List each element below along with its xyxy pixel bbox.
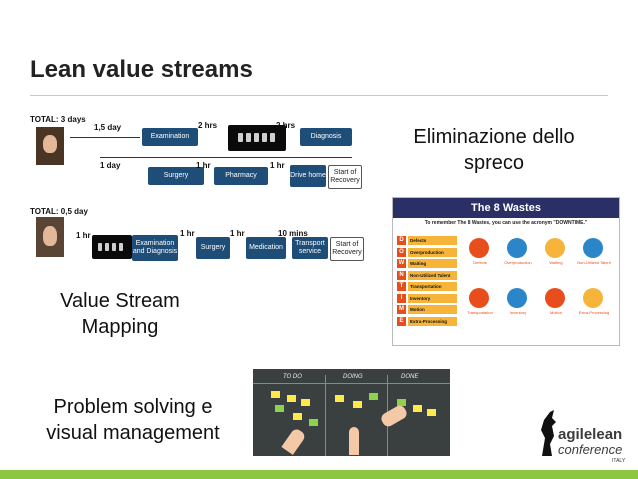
waste-icon [507, 288, 527, 308]
vsm-top-time-3: 2 hrs [276, 121, 296, 130]
waste-icon [469, 288, 489, 308]
caption-problem-solving: Problem solving e visual management [46, 396, 220, 444]
vsm-bottom: TOTAL: 0,5 day 1 hr Examination and Diag… [30, 207, 370, 267]
xray-image [228, 125, 286, 151]
diagnosis-box: Diagnosis [300, 128, 352, 146]
waste-name: Inventory [408, 293, 457, 303]
waste-letter: O [397, 247, 406, 257]
slide-title: Lean value streams [30, 56, 253, 83]
waste-name: Overproduction [408, 247, 457, 257]
caption-eliminazione: Eliminazione dello spreco [413, 126, 575, 174]
waste-icon [583, 288, 603, 308]
waste-icon [545, 238, 565, 258]
waste-name: Defects [408, 236, 457, 245]
caption-vsm: Value Stream Mapping [60, 290, 180, 338]
title-divider [30, 95, 608, 96]
waste-name: Motion [408, 305, 457, 314]
vsm-bottom-time-4: 10 mins [278, 229, 308, 238]
surgery-box-2: Surgery [196, 237, 230, 259]
kanban-board-photo: TO DO DOING DONE [253, 369, 450, 456]
hand [349, 427, 359, 455]
return-line [100, 157, 352, 158]
arrow [70, 137, 140, 138]
agilelean-logo: agilelean conference ITALY [536, 408, 636, 468]
transport-box: Transport service [292, 237, 328, 259]
waste-icon [545, 288, 565, 308]
wastes-heading: The 8 Wastes [393, 198, 619, 218]
waste-name: Transportation [408, 282, 457, 291]
vsm-bottom-time-1: 1 hr [76, 231, 91, 240]
waste-icon-label: Overproduction [504, 260, 532, 265]
vsm-top-total: TOTAL: 3 days [30, 115, 86, 124]
drive-home-box: Drive home [290, 165, 326, 187]
patient-photo-worried [36, 127, 64, 165]
waste-icon-label: Inventory [509, 310, 527, 315]
logo-line1: agilelean [558, 426, 623, 443]
vsm-top-time-4: 1 day [100, 161, 121, 170]
vsm-bottom-total: TOTAL: 0,5 day [30, 207, 88, 216]
vsm-top-time-5: 1 hr [196, 161, 211, 170]
waste-letter: N [397, 270, 406, 280]
eight-wastes-infographic: The 8 Wastes To remember The 8 Wastes, y… [392, 197, 620, 346]
start-recovery-box: Start of Recovery [328, 165, 362, 189]
waste-icon-label: Defects [473, 260, 487, 265]
logo-line2: conference [558, 442, 623, 457]
vsm-top-time-6: 1 hr [270, 161, 285, 170]
waste-icon-label: Extra-Processing [578, 310, 610, 315]
examination-box: Examination [142, 128, 198, 146]
board-todo: TO DO [283, 374, 302, 380]
waste-icon-label: Waiting [549, 260, 563, 265]
waste-letter: T [397, 282, 406, 291]
waste-name: Extra-Processing [408, 316, 457, 326]
surgery-box: Surgery [148, 167, 204, 185]
waste-name: Non-Utilized Talent [408, 270, 457, 280]
waste-icon-label: Non-Utilized Talent [577, 260, 611, 265]
waste-icon-label: Transportation [467, 310, 493, 315]
waste-letter: I [397, 293, 406, 303]
waste-letter: W [397, 259, 406, 268]
waste-letter: E [397, 316, 406, 326]
board-doing: DOING [343, 374, 363, 380]
exam-diagnosis-box: Examination and Diagnosis [132, 235, 178, 261]
hand [281, 427, 307, 455]
medication-box: Medication [246, 237, 286, 259]
pharmacy-box: Pharmacy [214, 167, 268, 185]
waste-icon-label: Motion [549, 310, 562, 315]
footer-bar [0, 470, 638, 479]
vsm-bottom-time-3: 1 hr [230, 229, 245, 238]
waste-icon [507, 238, 527, 258]
xray-image-2 [92, 235, 132, 259]
waste-letter: M [397, 305, 406, 314]
vsm-top-time-2: 2 hrs [198, 121, 218, 130]
waste-icon [469, 238, 489, 258]
vsm-top: TOTAL: 3 days 1,5 day Examination 2 hrs … [30, 115, 370, 195]
board-done: DONE [401, 374, 419, 380]
waste-icon [583, 238, 603, 258]
wastes-subtitle: To remember The 8 Wastes, you can use th… [424, 220, 588, 226]
horse-icon [541, 410, 556, 456]
vsm-bottom-time-2: 1 hr [180, 229, 195, 238]
waste-name: Waiting [408, 259, 457, 268]
hand [379, 403, 409, 429]
start-recovery-box-2: Start of Recovery [330, 237, 364, 261]
vsm-top-time-1: 1,5 day [94, 123, 122, 132]
patient-photo-relieved [36, 217, 64, 257]
waste-letter: D [397, 236, 406, 245]
logo-line3: ITALY [612, 458, 626, 464]
